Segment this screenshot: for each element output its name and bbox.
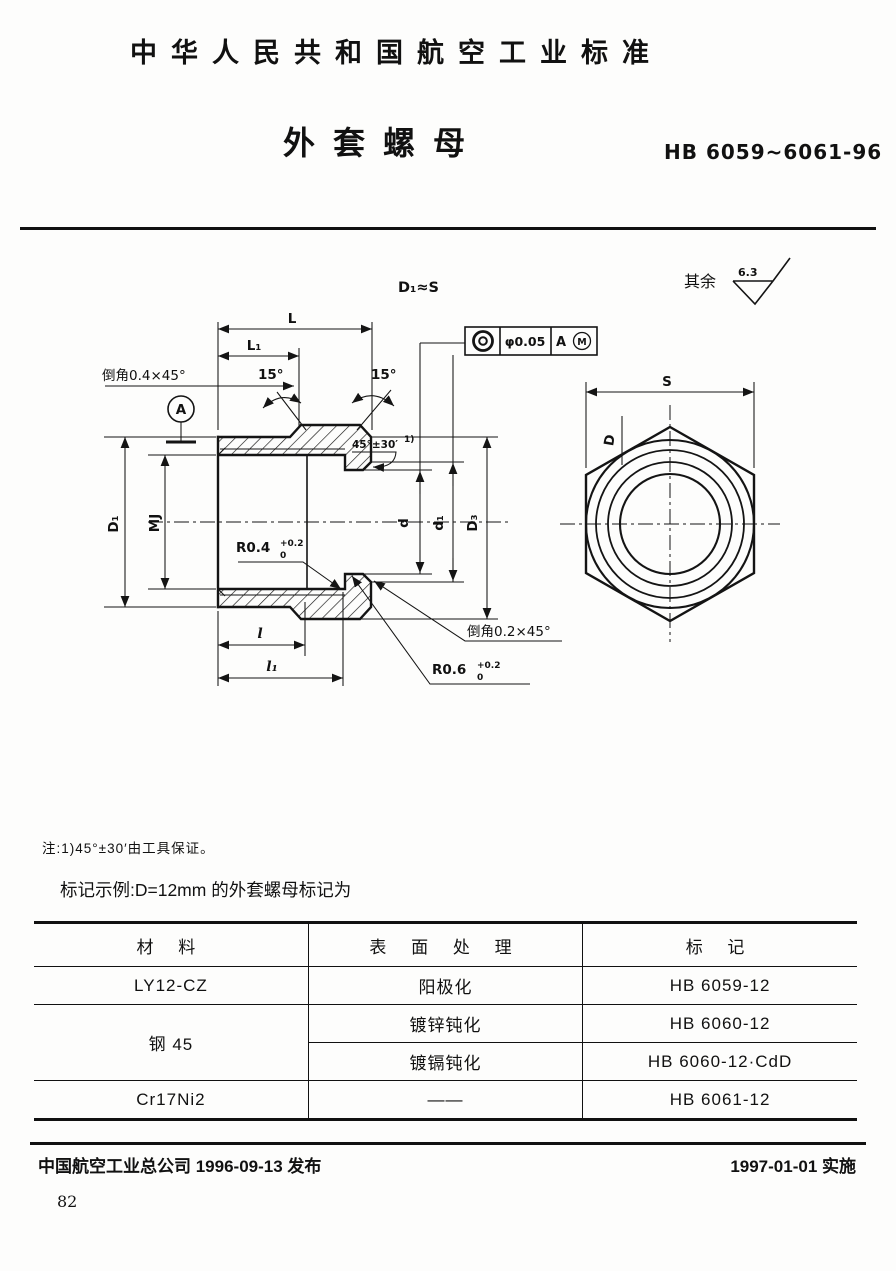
outline-bottom: [216, 572, 373, 621]
surface-cell: 镀锌钝化: [308, 1004, 584, 1043]
dim-MJ: MJ: [147, 514, 163, 532]
footnote: 注:1)45°±30′由工具保证。: [42, 841, 215, 856]
dim-D: D: [601, 433, 619, 447]
surface-cell: 阳极化: [308, 966, 584, 1005]
concentricity-icon: [472, 330, 494, 352]
table-row: LY12-CZ 阳极化 HB 6059-12: [34, 966, 857, 1005]
standard-name: 中华人民共和国航空工业标准: [130, 38, 663, 68]
approx-note: D₁≈S: [398, 280, 439, 296]
r04-upper: +0.2: [280, 539, 303, 549]
table-row: Cr17Ni2 —— HB 6061-12: [34, 1080, 857, 1120]
surface-cell: 镀镉钝化: [308, 1042, 584, 1081]
material-cell: LY12-CZ: [34, 966, 309, 1005]
col-surface: 表 面 处 理: [308, 922, 584, 967]
dim-S: S: [662, 374, 672, 390]
dim-D3: D₃: [465, 514, 481, 531]
marking-table: 材 料 表 面 处 理 标 记 LY12-CZ 阳极化 HB 6059-12 钢…: [34, 921, 857, 1121]
seat-angle-ref: 1): [404, 435, 414, 445]
material-cell: 钢 45: [34, 1004, 309, 1081]
dim-l: l: [257, 626, 262, 642]
r06-label: R0.6: [432, 662, 466, 678]
col-marking: 标 记: [582, 922, 857, 967]
dim-D1: D₁: [106, 515, 122, 532]
col-material: 材 料: [34, 922, 309, 967]
fcf-datum: A: [556, 335, 566, 350]
page-number: 82: [57, 1192, 78, 1211]
mmc-modifier-icon: [572, 331, 592, 351]
feature-control-frame: φ0.05 A M: [464, 326, 598, 356]
hex-end-view: S D: [560, 374, 780, 642]
implementation-date: 1997-01-01 实施: [730, 1157, 856, 1176]
table-header-row: 材 料 表 面 处 理 标 记: [34, 922, 857, 967]
table-row: 钢 45 镀锌钝化 HB 6060-12: [34, 1004, 857, 1081]
issue-info: 中国航空工业总公司 1996-09-13 发布: [38, 1157, 322, 1176]
r04-label: R0.4: [236, 540, 270, 556]
roughness-icon: [732, 257, 791, 306]
standard-number: HB 6059~6061-96: [664, 140, 883, 164]
outline-top: [216, 423, 373, 472]
marking-cell: HB 6060-12: [582, 1004, 857, 1043]
angle-15-right: 15°: [371, 367, 397, 383]
chamfer-front-label: 倒角0.4×45°: [102, 368, 186, 384]
dim-L: L: [288, 311, 297, 327]
dim-d: d: [396, 518, 412, 528]
page-title: 外套螺母: [283, 125, 484, 161]
surface-prefix: 其余: [684, 272, 716, 291]
svg-text:M: M: [577, 337, 586, 348]
marking-example: 标记示例:D=12mm 的外套螺母标记为: [60, 880, 352, 900]
fcf-tolerance: φ0.05: [505, 334, 546, 349]
datum-letter: A: [176, 402, 187, 418]
hatch-bottom-wall: [218, 574, 371, 619]
material-cell: Cr17Ni2: [34, 1080, 309, 1120]
dim-L1: L₁: [247, 338, 262, 354]
r06-upper: +0.2: [477, 661, 500, 671]
angle-15-left: 15°: [258, 367, 284, 383]
section-view: [148, 423, 508, 621]
hatch-top-wall: [218, 425, 371, 470]
marking-cell: HB 6060-12·CdD: [582, 1042, 857, 1081]
r06-lower: 0: [477, 673, 483, 683]
entry-chamfer-lines: [217, 447, 226, 597]
surface-cell: ——: [308, 1080, 584, 1120]
marking-cell: HB 6061-12: [582, 1080, 857, 1120]
roughness-value: 6.3: [738, 266, 758, 279]
technical-drawing: L L₁ 倒角0.4×45° 15° 15° A D₁ MJ: [102, 257, 791, 686]
header-rule: [20, 227, 876, 230]
dim-d1: d₁: [431, 515, 447, 531]
seat-angle-label: 45°±30′: [352, 439, 398, 451]
surface-roughness-note: 其余 6.3: [684, 257, 791, 306]
r04-lower: 0: [280, 551, 286, 561]
dim-l1: l₁: [266, 659, 277, 675]
footer-rule: [30, 1142, 866, 1145]
thread-crest-lines: [220, 448, 345, 596]
marking-cell: HB 6059-12: [582, 966, 857, 1005]
chamfer-rear-label: 倒角0.2×45°: [467, 624, 551, 640]
section-dimensions: L L₁ 倒角0.4×45° 15° 15° A D₁ MJ: [102, 311, 562, 686]
